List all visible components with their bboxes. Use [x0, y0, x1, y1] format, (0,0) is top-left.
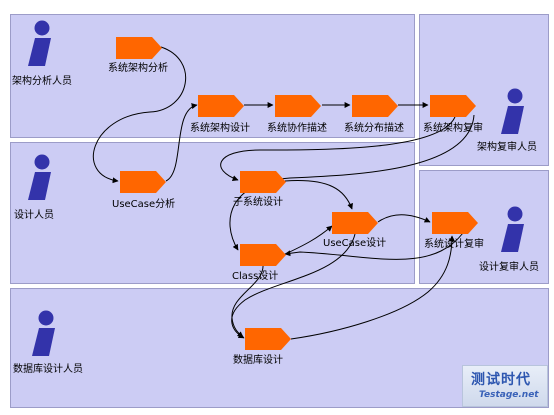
watermark-logo: 测试时代 Testage.net [462, 365, 548, 407]
actor-designer-icon [27, 154, 53, 200]
lane-label-design-reviewer: 设计复审人员 [479, 262, 539, 273]
task-label-collab-desc: 系统协作描述 [267, 123, 327, 134]
task-db-design [245, 328, 291, 350]
task-label-design-review: 系统设计复审 [424, 239, 484, 250]
task-usecase-analysis [120, 171, 166, 193]
watermark-sub-text: Testage.net [479, 390, 539, 400]
actor-arch-analyst-icon [27, 20, 53, 66]
task-class-design [240, 244, 286, 266]
task-label-arch-review: 系统架构复审 [423, 123, 483, 134]
task-label-arch-analysis: 系统架构分析 [108, 63, 168, 74]
watermark-main-text: 测试时代 [471, 372, 531, 388]
task-usecase-design [332, 212, 378, 234]
task-arch-review [430, 95, 476, 117]
task-distrib-desc [352, 95, 398, 117]
task-label-class-design: Class设计 [232, 271, 279, 282]
task-collab-desc [275, 95, 321, 117]
task-label-usecase-analysis: UseCase分析 [112, 199, 176, 210]
actor-design-reviewer-icon [500, 206, 526, 252]
task-design-review [432, 212, 478, 234]
task-label-subsystem-design: 子系统设计 [233, 197, 283, 208]
lane-label-designer: 设计人员 [14, 210, 54, 221]
task-subsystem-design [240, 171, 286, 193]
task-label-distrib-desc: 系统分布描述 [344, 123, 404, 134]
actor-arch-reviewer-icon [500, 88, 526, 134]
task-arch-analysis [116, 37, 162, 59]
actor-db-designer-icon [31, 310, 57, 356]
task-label-usecase-design: UseCase设计 [323, 238, 387, 249]
task-label-arch-design: 系统架构设计 [190, 123, 250, 134]
lane-label-arch-reviewer: 架构复审人员 [477, 142, 537, 153]
task-arch-design [198, 95, 244, 117]
task-label-db-design: 数据库设计 [233, 355, 283, 366]
lane-label-arch-analyst: 架构分析人员 [12, 76, 72, 87]
lane-label-db-designer: 数据库设计人员 [13, 364, 83, 375]
